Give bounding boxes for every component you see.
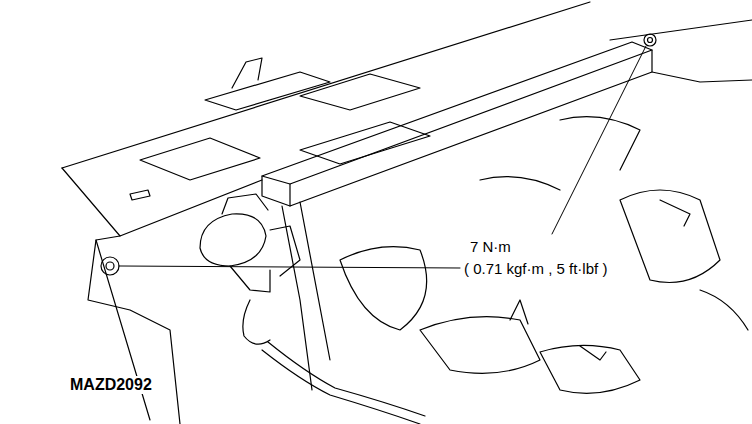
body-edge (652, 72, 752, 82)
panel-plate (140, 138, 260, 180)
hood-latch (232, 58, 262, 88)
latch-plate (205, 72, 330, 110)
bolt (644, 34, 656, 46)
cable (262, 350, 420, 424)
torque-value: ( 0.71 kgf·m , 5 ft·lbf ) (462, 260, 609, 278)
panel-slot (130, 190, 150, 200)
cable (268, 342, 425, 416)
latch-plate (300, 74, 420, 110)
leader-line (119, 266, 460, 268)
connector (510, 300, 528, 324)
support-bracket (282, 206, 312, 390)
panel-plate (300, 122, 430, 164)
fender-panel (62, 168, 262, 236)
hood-edge (62, 2, 590, 168)
side-panel (88, 236, 180, 424)
reservoir-cap (200, 214, 266, 266)
hose (243, 300, 270, 344)
engine-part (420, 317, 540, 374)
reservoir-cap (222, 194, 268, 214)
body-edge (610, 20, 752, 40)
engine-part (560, 117, 640, 170)
figure-code: MAZD2092 (68, 376, 154, 394)
bolt (101, 257, 119, 275)
bolt (648, 38, 653, 43)
reservoir (270, 226, 300, 276)
radiator-support (262, 42, 652, 184)
connector (660, 200, 690, 226)
engine-part (340, 247, 427, 330)
connector (580, 346, 606, 360)
radiator-support (262, 176, 290, 206)
engine-part (620, 190, 720, 283)
bolt (106, 262, 114, 270)
leader-line (552, 46, 646, 234)
engine-part (480, 177, 560, 190)
hose (700, 290, 748, 330)
torque-value: 7 N·m (468, 238, 513, 256)
reservoir-neck (230, 266, 270, 292)
engine-part (540, 345, 640, 393)
radiator-support (290, 50, 652, 206)
